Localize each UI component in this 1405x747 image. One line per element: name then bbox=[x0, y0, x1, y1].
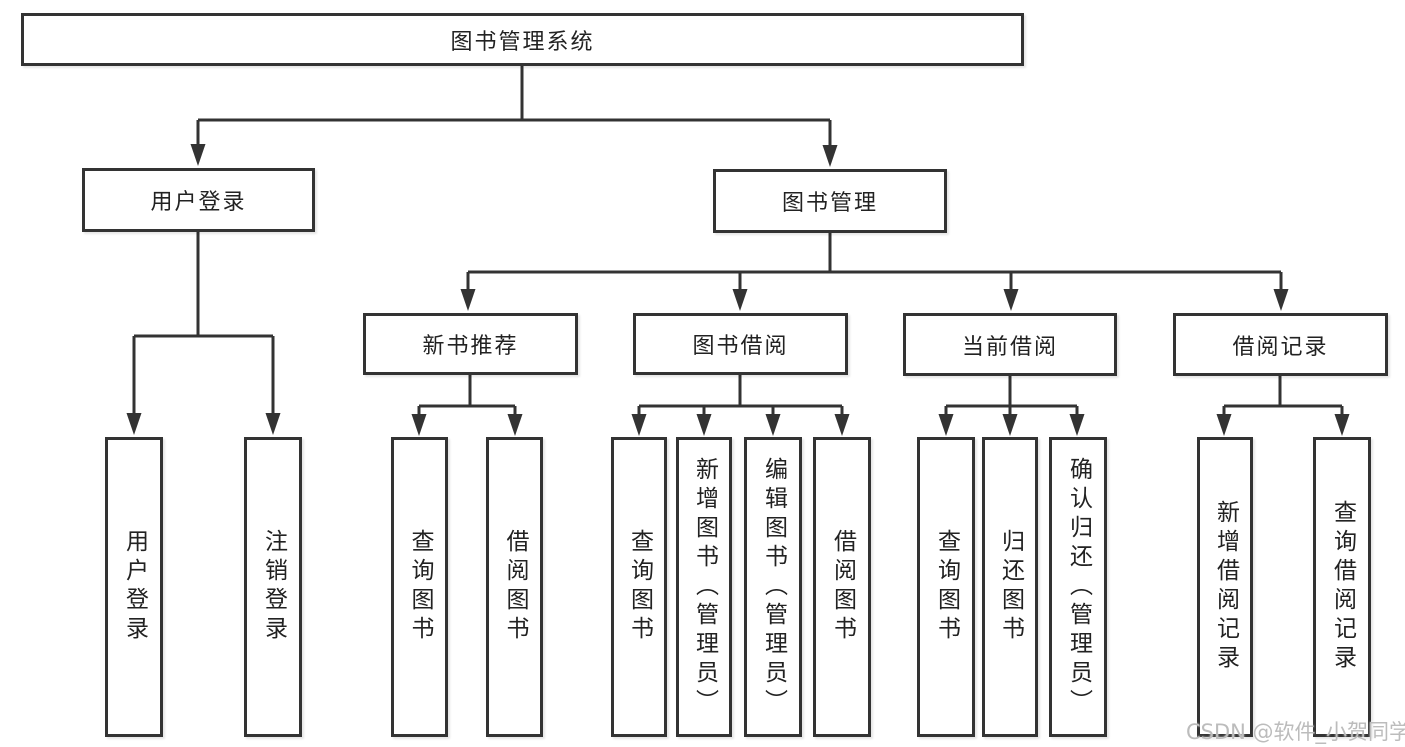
node-book-borrow: 图书借阅 bbox=[633, 313, 848, 375]
csdn-watermark: CSDN @软件_小贺同学 bbox=[1186, 720, 1405, 744]
leaf-borrow-books-2: 借阅图书 bbox=[813, 437, 871, 737]
node-borrow-records: 借阅记录 bbox=[1173, 313, 1388, 376]
node-current-borrow: 当前借阅 bbox=[903, 313, 1117, 376]
leaf-confirm-return-admin: 确认归还（管理员） bbox=[1049, 437, 1107, 737]
leaf-add-books-admin: 新增图书（管理员） bbox=[676, 437, 732, 737]
node-user-login-branch: 用户登录 bbox=[82, 168, 315, 232]
leaf-query-books-1: 查询图书 bbox=[391, 437, 448, 737]
node-new-book-recommend: 新书推荐 bbox=[363, 313, 578, 375]
leaf-borrow-books-1: 借阅图书 bbox=[486, 437, 543, 737]
leaf-logout: 注销登录 bbox=[244, 437, 302, 737]
leaf-user-login: 用户登录 bbox=[105, 437, 163, 737]
leaf-query-books-2: 查询图书 bbox=[611, 437, 667, 737]
node-root-library-management-system: 图书管理系统 bbox=[21, 13, 1024, 66]
leaf-return-books: 归还图书 bbox=[982, 437, 1038, 737]
leaf-edit-books-admin: 编辑图书（管理员） bbox=[744, 437, 802, 737]
leaf-query-books-3: 查询图书 bbox=[917, 437, 975, 737]
leaf-query-borrow-record: 查询借阅记录 bbox=[1313, 437, 1371, 737]
leaf-add-borrow-record: 新增借阅记录 bbox=[1197, 437, 1253, 737]
node-book-management-branch: 图书管理 bbox=[713, 169, 947, 233]
